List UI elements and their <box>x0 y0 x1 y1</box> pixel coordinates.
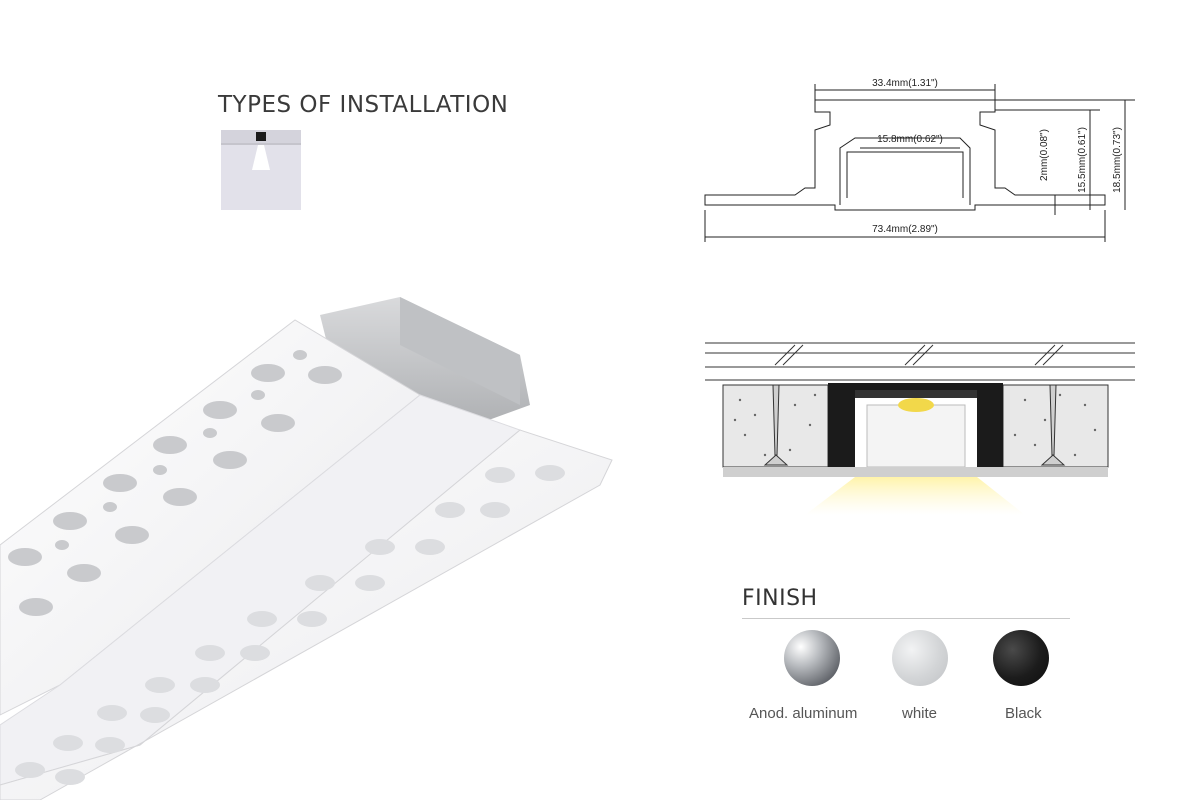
black-swatch <box>993 630 1049 686</box>
finish-divider <box>742 618 1070 619</box>
top-width-label: 33.4mm(1.31") <box>872 78 938 89</box>
dimension-drawing: 33.4mm(1.31") 15.8mm(0.62") 73.4mm(2.89"… <box>704 78 1135 242</box>
anodized-aluminum-label: Anod. aluminum <box>749 705 858 722</box>
white-swatch <box>892 630 948 686</box>
installation-title: TYPES OF INSTALLATION <box>218 92 509 118</box>
inner-height-label: 15.5mm(0.61") <box>1077 127 1088 193</box>
flange-label: 2mm(0.08") <box>1039 129 1050 181</box>
finish-title: FINISH <box>742 586 818 611</box>
recessed-installation-icon <box>221 130 301 210</box>
white-label: white <box>902 705 938 722</box>
total-width-label: 73.4mm(2.89") <box>872 224 938 235</box>
total-height-label: 18.5mm(0.73") <box>1112 127 1123 193</box>
anodized-aluminum-swatch <box>784 630 840 686</box>
black-label: Black <box>1005 705 1042 722</box>
installation-section-drawing <box>705 342 1135 515</box>
inner-width-label: 15.8mm(0.62") <box>877 134 943 145</box>
profile-product-image <box>0 297 613 800</box>
